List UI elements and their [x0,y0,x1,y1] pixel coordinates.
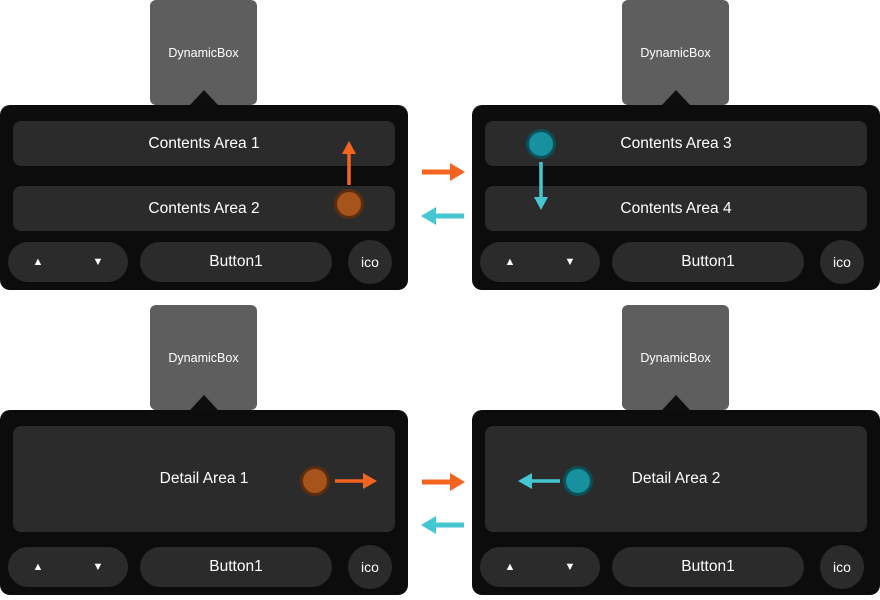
button1[interactable]: Button1 [140,547,332,587]
detail-area[interactable]: Detail Area 1 [13,426,395,532]
down-button[interactable]: ▼ [68,242,128,282]
touch-point [300,466,330,496]
down-button[interactable]: ▼ [540,547,600,587]
dynamicbox-label: DynamicBox [640,45,711,60]
detail-area[interactable]: Detail Area 2 [485,426,867,532]
touch-point [563,466,593,496]
drag-down-arrow [534,162,548,210]
triangle-up-icon: ▲ [504,256,516,268]
down-button[interactable]: ▼ [68,547,128,587]
button1[interactable]: Button1 [612,242,804,282]
triangle-down-icon: ▼ [564,256,576,268]
ico-button[interactable]: ico [348,240,392,284]
panel-bottom-left: Detail Area 1 ▲ ▼ Button1 ico [0,410,408,595]
ico-button[interactable]: ico [348,545,392,589]
up-button[interactable]: ▲ [8,547,68,587]
button1[interactable]: Button1 [140,242,332,282]
panel-top-right: Contents Area 3 Contents Area 4 ▲ ▼ Butt… [472,105,880,290]
transition-arrow-back-bottom [421,516,464,534]
touch-point [334,189,364,219]
swipe-left-arrow [518,473,560,489]
triangle-down-icon: ▼ [564,561,576,573]
dynamicbox-tab: DynamicBox [150,305,257,410]
dynamicbox-label: DynamicBox [640,350,711,365]
swipe-right-arrow [335,473,377,489]
updown-control: ▲ ▼ [8,242,128,282]
triangle-down-icon: ▼ [92,561,104,573]
dynamicbox-tab: DynamicBox [622,305,729,410]
panel-bottom-right: Detail Area 2 ▲ ▼ Button1 ico [472,410,880,595]
pointer-notch [189,90,218,105]
ico-button[interactable]: ico [820,545,864,589]
button1[interactable]: Button1 [612,547,804,587]
content-area[interactable]: Contents Area 1 [13,121,395,166]
dynamicbox-label: DynamicBox [168,350,239,365]
content-area[interactable]: Contents Area 4 [485,186,867,231]
transition-arrow-forward-top [422,163,465,181]
pointer-notch [189,395,218,410]
triangle-up-icon: ▲ [32,561,44,573]
pointer-notch [661,395,690,410]
dynamicbox-label: DynamicBox [168,45,239,60]
updown-control: ▲ ▼ [480,242,600,282]
transition-arrow-forward-bottom [422,473,465,491]
touch-point [526,129,556,159]
up-button[interactable]: ▲ [480,242,540,282]
ico-button[interactable]: ico [820,240,864,284]
up-button[interactable]: ▲ [8,242,68,282]
triangle-up-icon: ▲ [504,561,516,573]
dynamicbox-tab: DynamicBox [150,0,257,105]
dynamicbox-tab: DynamicBox [622,0,729,105]
drag-up-arrow [342,141,356,185]
content-area[interactable]: Contents Area 2 [13,186,395,231]
panel-top-left: Contents Area 1 Contents Area 2 ▲ ▼ Butt… [0,105,408,290]
up-button[interactable]: ▲ [480,547,540,587]
transition-arrow-back-top [421,207,464,225]
updown-control: ▲ ▼ [8,547,128,587]
pointer-notch [661,90,690,105]
updown-control: ▲ ▼ [480,547,600,587]
triangle-up-icon: ▲ [32,256,44,268]
down-button[interactable]: ▼ [540,242,600,282]
triangle-down-icon: ▼ [92,256,104,268]
